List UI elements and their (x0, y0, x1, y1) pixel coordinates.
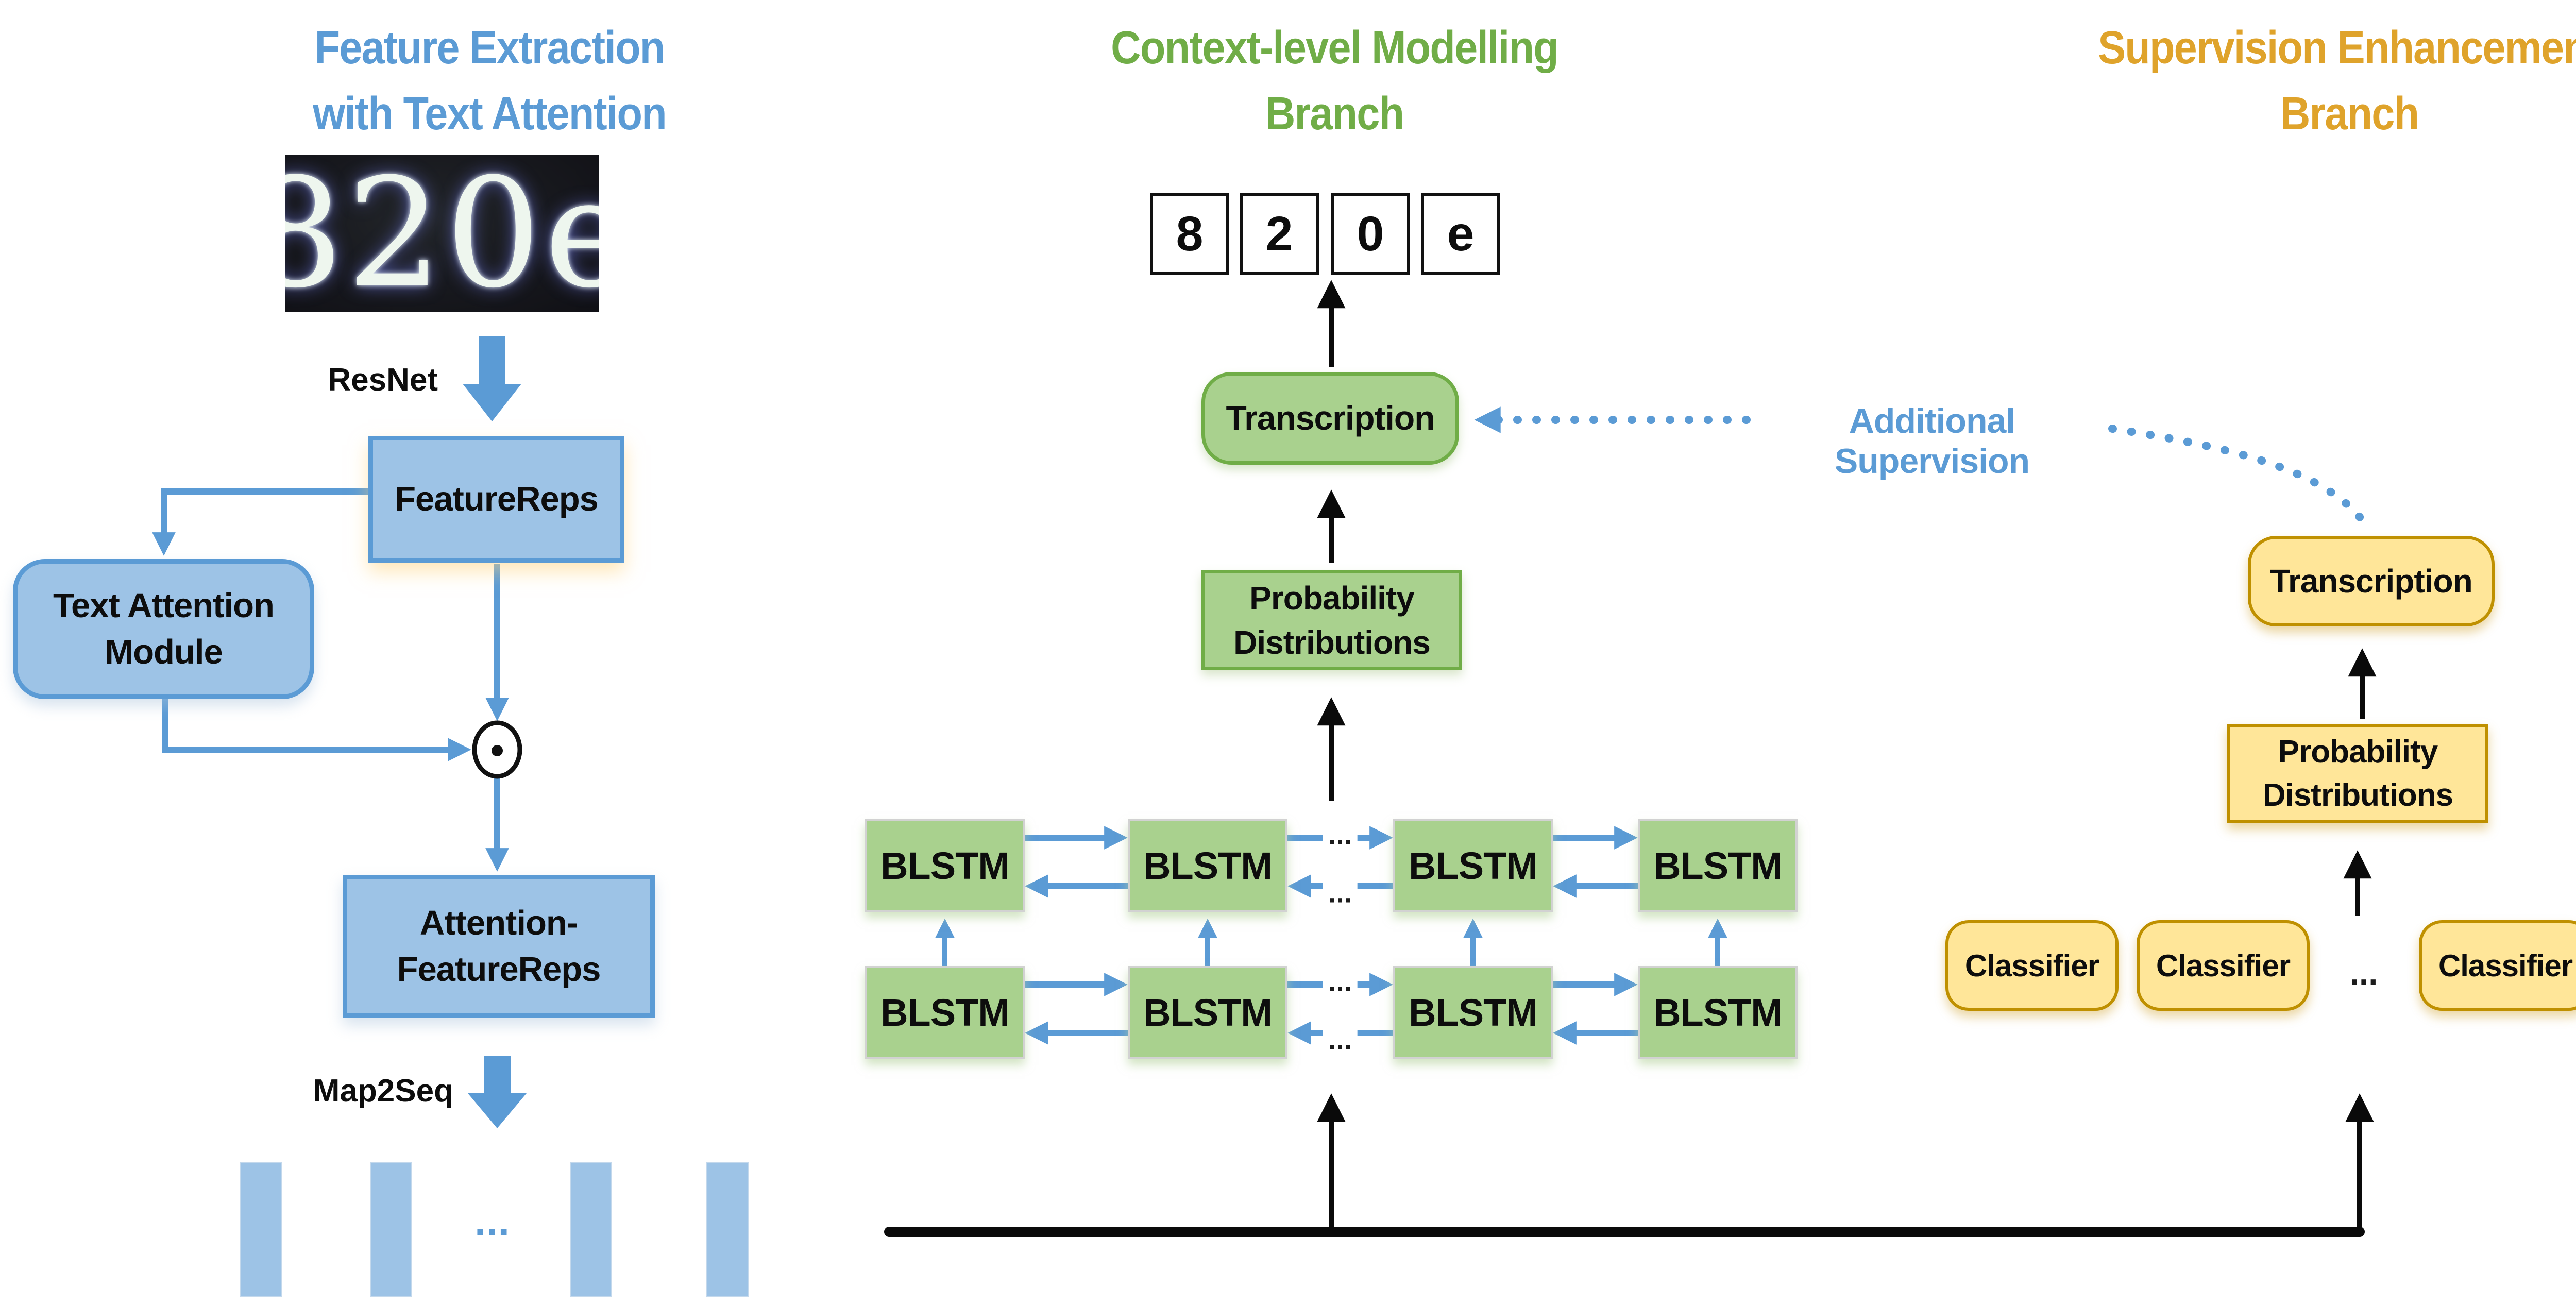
probability-label-line: Probability (1249, 579, 1415, 617)
blstm-label: BLSTM (1653, 844, 1783, 887)
map2seq-label: Map2Seq (313, 1073, 453, 1109)
blstm-box: BLSTM (1393, 819, 1553, 912)
sequence-ellipsis: ... (474, 1198, 510, 1245)
title-line: Feature Extraction (314, 22, 666, 74)
blstm-box: BLSTM (1128, 819, 1287, 912)
transcription-box-mid: Transcription (1201, 372, 1459, 465)
feature-reps-label: FeatureReps (395, 479, 599, 518)
classifier-box: Classifier (1945, 920, 2119, 1011)
text-attention-module-label-line: Text Attention (53, 586, 275, 625)
text-attention-module-box: Text Attention Module (13, 559, 314, 699)
title-line: Supervision Enhancement (2098, 22, 2576, 74)
blstm-label: BLSTM (1653, 991, 1783, 1034)
elementwise-product-dot (492, 745, 503, 756)
blstm-box: BLSTM (1638, 966, 1798, 1059)
title-line: with Text Attention (313, 88, 667, 140)
title-line: Branch (1265, 88, 1404, 140)
output-char-box: 0 (1331, 193, 1410, 275)
probability-label-line: Distributions (1233, 624, 1431, 661)
classifier-label: Classifier (2156, 948, 2291, 983)
blstm-label: BLSTM (880, 991, 1010, 1034)
classifier-label: Classifier (1964, 948, 2099, 983)
context-modelling-branch-title: Context-level Modelling Branch (1028, 15, 1640, 147)
classifier-box: Classifier (2419, 920, 2576, 1011)
sequence-feature-bar (240, 1162, 282, 1297)
probability-label-line: Distributions (2262, 777, 2453, 813)
blstm-label: BLSTM (1409, 991, 1538, 1034)
output-char-box: e (1421, 193, 1500, 275)
title-line: Branch (2280, 88, 2419, 140)
classifier-label: Classifier (2438, 948, 2573, 983)
blstm-box: BLSTM (865, 819, 1025, 912)
output-char: 8 (1176, 206, 1204, 261)
blstm-ellipsis: ... (1323, 967, 1358, 996)
blstm-ellipsis: ... (1323, 1025, 1358, 1054)
blstm-box: BLSTM (1128, 966, 1287, 1059)
additional-supervision-label: Additional Supervision (1834, 401, 2030, 481)
probability-label-line: Probability (2278, 734, 2438, 770)
classifier-ellipsis: ... (2349, 954, 2378, 992)
supervision-enhancement-branch-title: Supervision Enhancement Branch (2034, 15, 2576, 147)
output-char: 0 (1357, 206, 1384, 261)
arrow-featurereps-to-attention-module (152, 488, 368, 556)
sequence-feature-bar (706, 1162, 749, 1297)
transcription-label: Transcription (2270, 562, 2472, 600)
sequence-feature-bar (370, 1162, 412, 1297)
blstm-ellipsis: ... (1323, 878, 1358, 907)
output-char-box: 2 (1240, 193, 1319, 275)
output-char: 2 (1265, 206, 1293, 261)
title-line: Context-level Modelling (1111, 22, 1558, 74)
text-attention-module-label-line: Module (105, 633, 223, 671)
output-char: e (1447, 206, 1475, 261)
output-char-box: 8 (1150, 193, 1229, 275)
blstm-label: BLSTM (880, 844, 1010, 887)
resnet-label: ResNet (328, 362, 438, 398)
arrow-attention-module-to-product (162, 699, 471, 761)
transcription-box-right: Transcription (2248, 536, 2495, 626)
map2seq-block-arrow (468, 1056, 527, 1128)
input-text-image-glyphs: 820e (285, 155, 599, 312)
attention-feature-reps-label-line: Attention- (419, 903, 578, 942)
input-text-image: 820e (285, 155, 599, 312)
attention-feature-reps-box: Attention- FeatureReps (343, 875, 655, 1018)
probability-distributions-box-mid: Probability Distributions (1201, 570, 1462, 670)
blstm-box: BLSTM (1638, 819, 1798, 912)
sequence-feature-bar (570, 1162, 612, 1297)
additional-supervision-dashed-curve (2108, 425, 2373, 534)
attention-feature-reps-label-line: FeatureReps (397, 950, 601, 989)
blstm-box: BLSTM (1393, 966, 1553, 1059)
probability-distributions-box-right: Probability Distributions (2227, 724, 2488, 823)
feature-extraction-branch-title: Feature Extraction with Text Attention (179, 15, 800, 147)
blstm-ellipsis: ... (1323, 820, 1358, 849)
blstm-label: BLSTM (1409, 844, 1538, 887)
blstm-box: BLSTM (865, 966, 1025, 1059)
classifier-box: Classifier (2137, 920, 2310, 1011)
transcription-label: Transcription (1226, 399, 1435, 437)
blstm-label: BLSTM (1143, 991, 1273, 1034)
resnet-block-arrow (463, 336, 521, 421)
blstm-label: BLSTM (1143, 844, 1273, 887)
feature-reps-box: FeatureReps (368, 436, 624, 563)
